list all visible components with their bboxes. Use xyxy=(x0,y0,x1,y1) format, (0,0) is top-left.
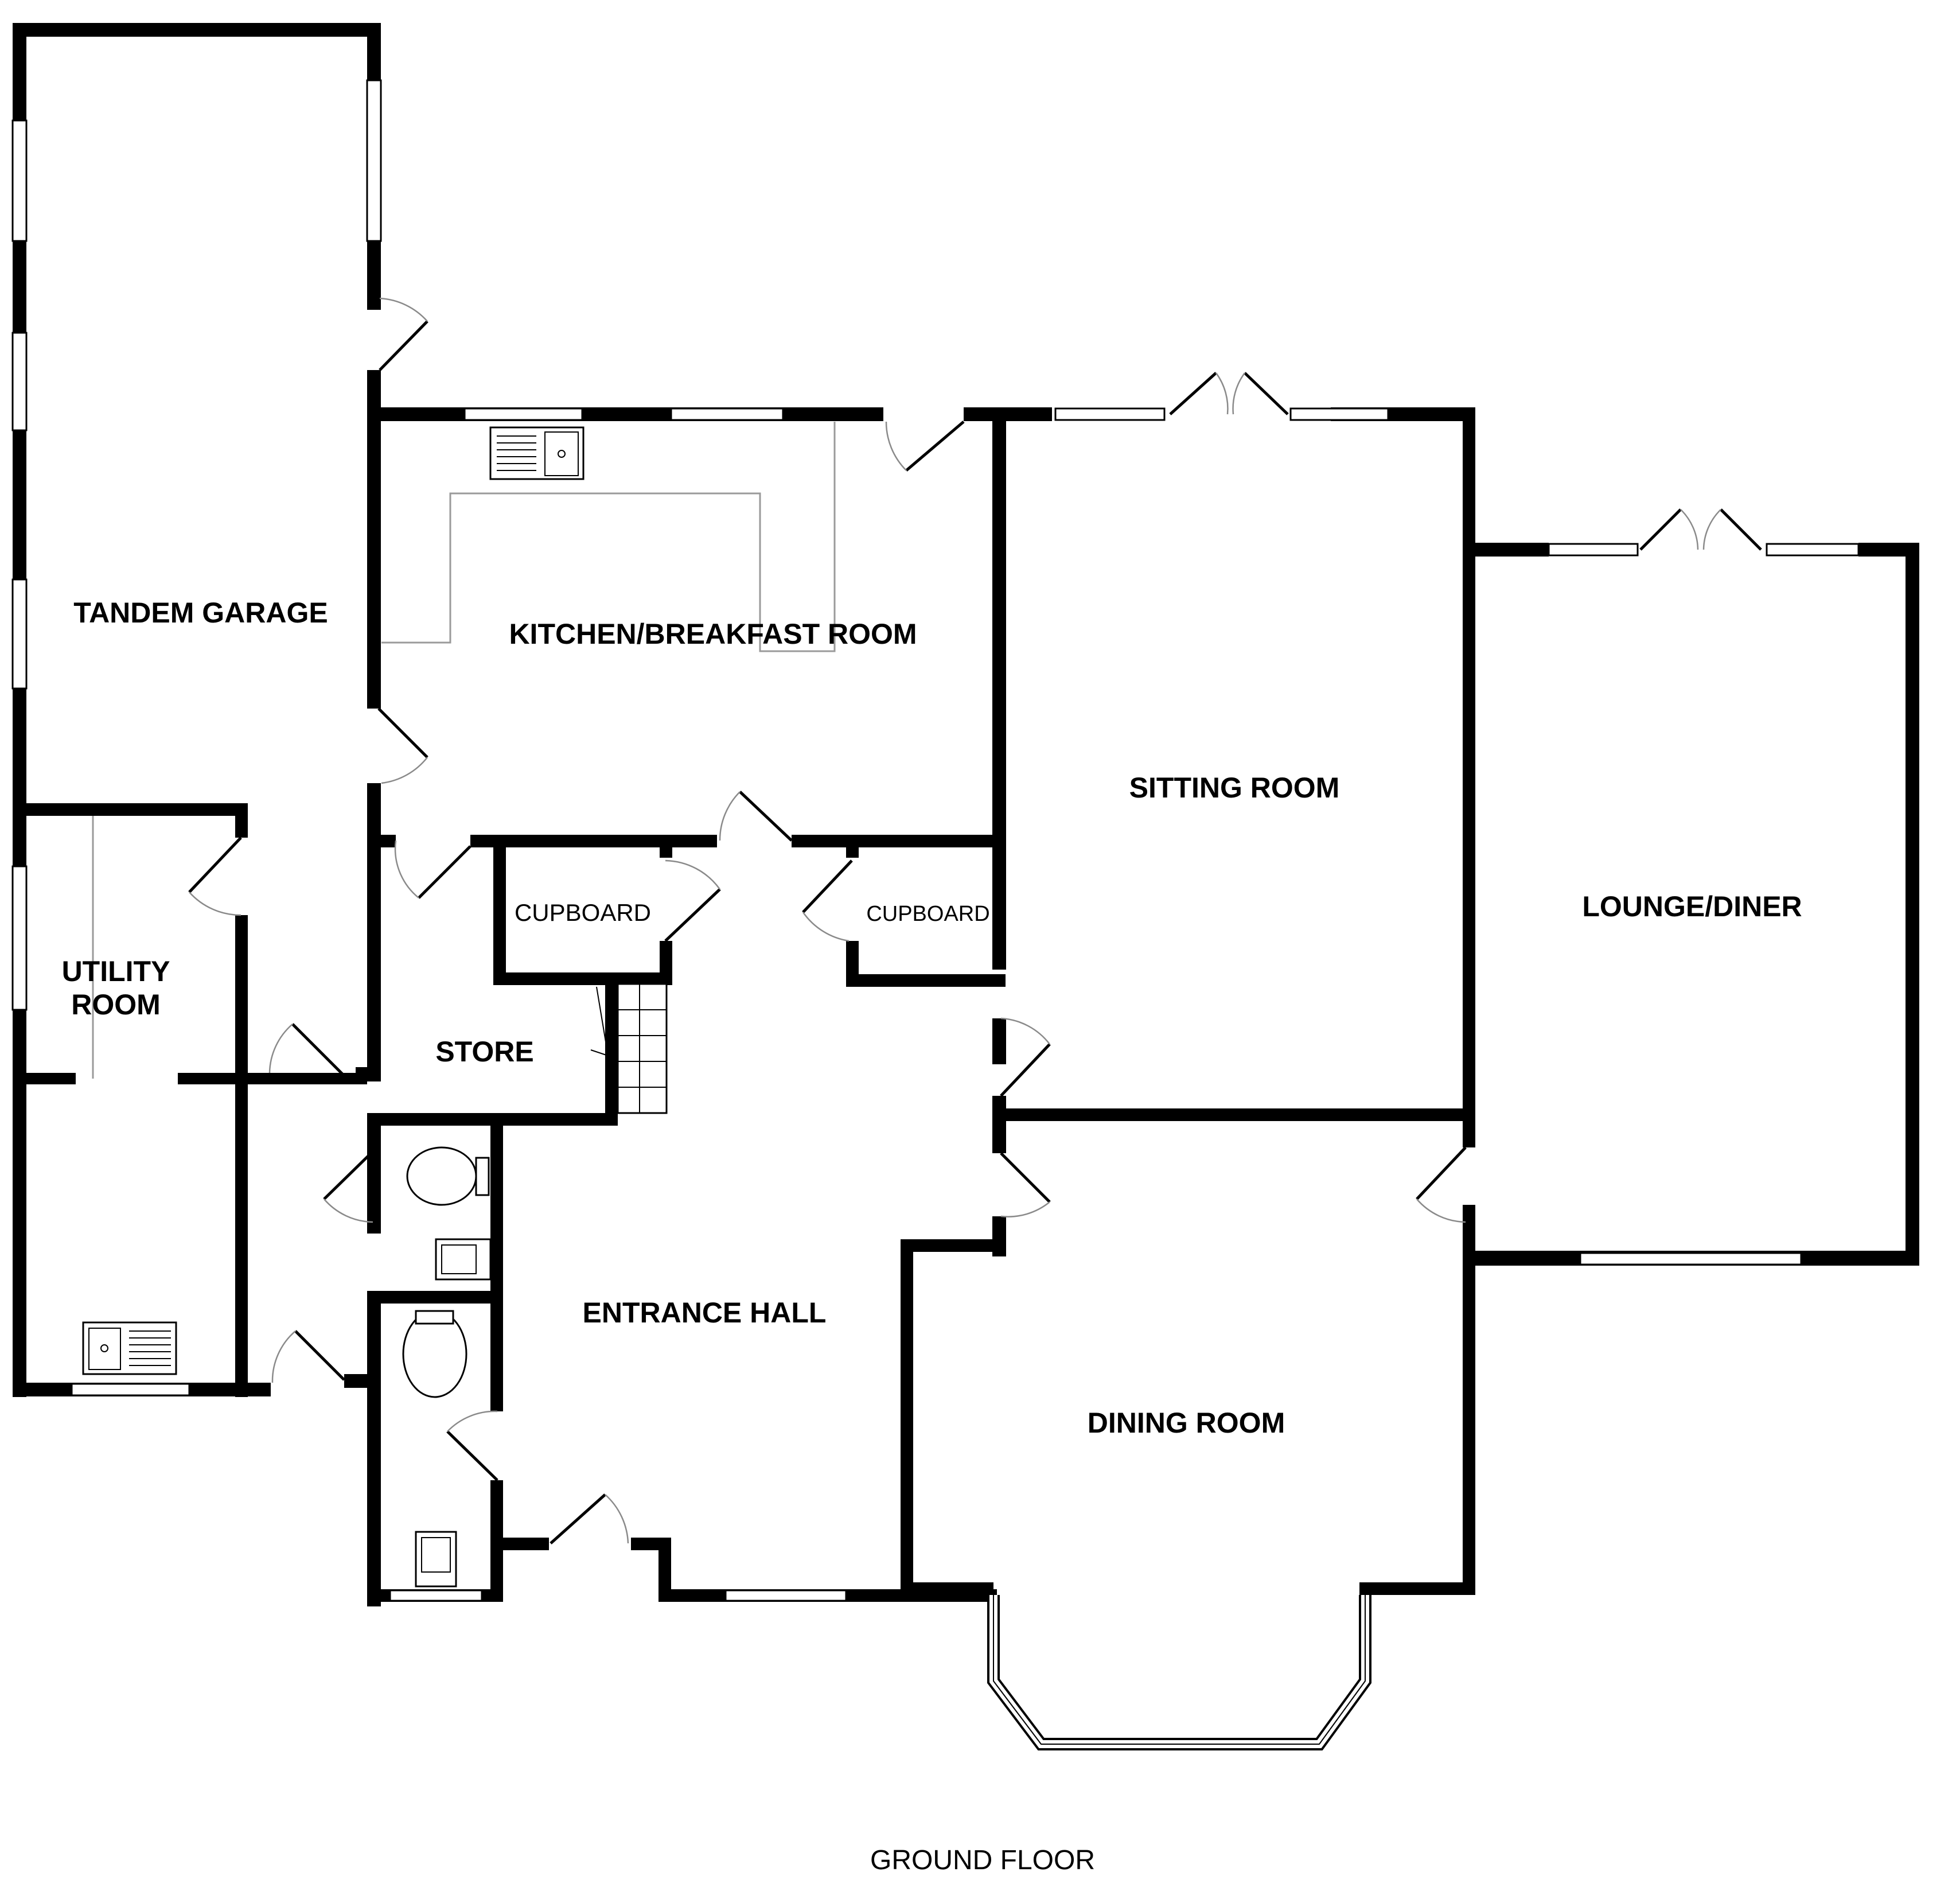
wc2-toilet-icon xyxy=(402,1310,467,1398)
bay-window xyxy=(987,1595,1371,1750)
windows xyxy=(11,79,1860,1602)
utility-room-label-line2: ROOM xyxy=(71,989,161,1021)
doors xyxy=(188,297,1762,1544)
sitting-room-label: SITTING ROOM xyxy=(1129,772,1340,804)
cupboard-right-label: CUPBOARD xyxy=(866,902,989,926)
kitchen-label: KITCHEN/BREAKFAST ROOM xyxy=(509,618,917,650)
tandem-garage-label: TANDEM GARAGE xyxy=(73,597,328,629)
entrance-hall-label: ENTRANCE HALL xyxy=(583,1297,827,1329)
lounge-diner-label: LOUNGE/DINER xyxy=(1582,890,1802,923)
kitchen-worktop xyxy=(381,422,836,652)
utility-sink-icon xyxy=(82,1321,177,1375)
staircase xyxy=(590,983,668,1114)
utility-room-label-line1: UTILITY xyxy=(62,955,170,987)
walls xyxy=(13,23,1919,1606)
kitchen-sink-icon xyxy=(489,426,585,480)
dining-room-label: DINING ROOM xyxy=(1088,1407,1285,1439)
wc1-toilet-icon xyxy=(406,1146,490,1206)
cupboard-left-label: CUPBOARD xyxy=(515,899,651,926)
room-labels: TANDEM GARAGE KITCHEN/BREAKFAST ROOM SIT… xyxy=(62,597,1802,1439)
floor-caption: GROUND FLOOR xyxy=(870,1845,1095,1876)
wc1-basin-icon xyxy=(435,1238,492,1281)
wc2-basin-icon xyxy=(415,1531,457,1588)
store-label: STORE xyxy=(435,1036,533,1068)
